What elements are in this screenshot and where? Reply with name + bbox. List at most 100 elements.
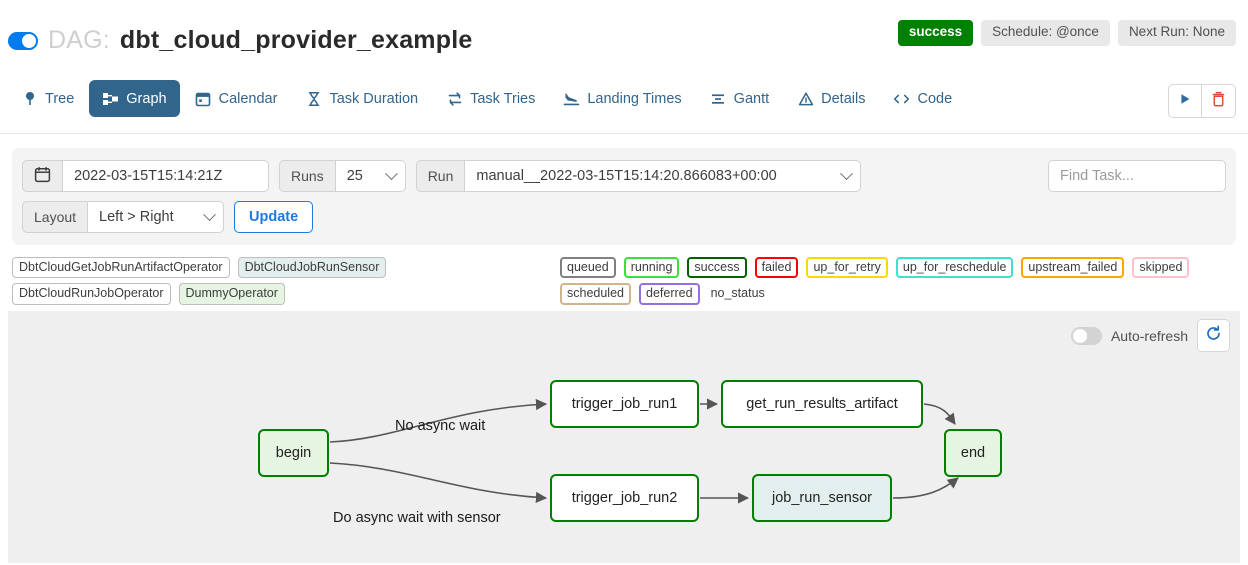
legend-state-skipped[interactable]: skipped (1132, 257, 1190, 279)
layout-select-value: Left > Right (99, 209, 174, 225)
legend-operator-chip[interactable]: DbtCloudGetJobRunArtifactOperator (12, 257, 230, 279)
legend-state-upstream-failed[interactable]: upstream_failed (1021, 257, 1125, 279)
node-label: end (960, 445, 986, 461)
graph-node-trigger-job-run1[interactable]: trigger_job_run1 (550, 380, 699, 428)
calendar-picker-button[interactable] (22, 160, 63, 192)
runs-label: Runs (279, 160, 336, 192)
graph-node-begin[interactable]: begin (258, 429, 329, 477)
tab-tree[interactable]: Tree (8, 80, 87, 117)
tab-label: Landing Times (587, 90, 682, 107)
retry-icon (446, 90, 463, 107)
update-button[interactable]: Update (234, 201, 314, 233)
run-group: Run manual__2022-03-15T15:14:20.866083+0… (415, 160, 862, 192)
tab-task-duration[interactable]: Task Duration (292, 80, 431, 117)
graph-node-job-run-sensor[interactable]: job_run_sensor (752, 474, 892, 522)
run-label: Run (415, 160, 466, 192)
tab-task-tries[interactable]: Task Tries (433, 80, 548, 117)
graph-canvas[interactable]: Auto-refresh begin (8, 311, 1240, 563)
legend-state-deferred[interactable]: deferred (639, 283, 700, 305)
tab-label: Code (917, 90, 953, 107)
legend-state-queued[interactable]: queued (560, 257, 616, 279)
refresh-icon (1205, 324, 1222, 347)
chevron-down-icon (384, 166, 398, 180)
delete-dag-button[interactable] (1202, 84, 1236, 118)
legend-state-up-for-retry[interactable]: up_for_retry (806, 257, 888, 279)
schedule-badge[interactable]: Schedule: @once (981, 20, 1110, 46)
filter-row-layout: Layout Left > Right Update (22, 201, 1226, 233)
legend: DbtCloudGetJobRunArtifactOperator DbtClo… (12, 257, 1236, 305)
graph-icon (102, 90, 119, 107)
legend-operator-chip[interactable]: DbtCloudJobRunSensor (237, 257, 387, 279)
tab-gantt[interactable]: Gantt (697, 80, 782, 117)
refresh-button[interactable] (1197, 319, 1230, 352)
legend-operator-chip[interactable]: DbtCloudRunJobOperator (12, 283, 171, 305)
triangle-info-icon (797, 90, 814, 107)
execution-date-group: 2022-03-15T15:14:21Z (22, 160, 269, 192)
chevron-down-icon (203, 207, 216, 221)
legend-state-scheduled[interactable]: scheduled (560, 283, 631, 305)
graph-node-get-run-results-artifact[interactable]: get_run_results_artifact (721, 380, 923, 428)
legend-state-failed[interactable]: failed (754, 257, 799, 279)
legend-state-success[interactable]: success (687, 257, 747, 279)
dag-pause-toggle[interactable] (8, 31, 38, 50)
legend-state-no-status[interactable]: no_status (710, 286, 765, 301)
graph-controls: Auto-refresh (1070, 319, 1230, 352)
graph-node-trigger-job-run2[interactable]: trigger_job_run2 (550, 474, 699, 522)
tab-label: Gantt (733, 90, 770, 107)
code-icon (893, 90, 910, 107)
tab-list: Tree Graph Calendar Task Duration Task T (8, 80, 965, 117)
chevron-down-icon (840, 166, 854, 180)
filter-row-primary: 2022-03-15T15:14:21Z Runs 25 Run manual_… (22, 160, 1226, 192)
auto-refresh-toggle[interactable] (1070, 326, 1102, 345)
toggle-knob (22, 33, 36, 48)
state-legend: queued running success failed up_for_ret… (560, 257, 1236, 305)
node-label: trigger_job_run2 (571, 490, 678, 506)
graph-node-end[interactable]: end (944, 429, 1002, 477)
edge-label-no-async-wait: No async wait (395, 418, 486, 434)
tab-label: Details (821, 90, 866, 107)
dag-name: dbt_cloud_provider_example (119, 26, 473, 54)
runs-select[interactable]: 25 (335, 160, 406, 192)
tab-bar: Tree Graph Calendar Task Duration Task T (0, 72, 1248, 134)
node-label: job_run_sensor (772, 490, 872, 506)
trigger-dag-button[interactable] (1168, 84, 1202, 118)
tab-code[interactable]: Code (880, 80, 965, 117)
node-label: get_run_results_artifact (746, 396, 898, 412)
header-badges: success Schedule: @once Next Run: None (897, 20, 1236, 46)
tab-label: Task Tries (470, 90, 536, 107)
tab-landing-times[interactable]: Landing Times (550, 80, 694, 117)
play-icon (1178, 92, 1192, 111)
node-label: trigger_job_run1 (571, 396, 678, 412)
find-task-input[interactable]: Find Task... (1048, 160, 1226, 192)
dag-title: DAG: dbt_cloud_provider_example (8, 26, 472, 55)
next-run-badge: Next Run: None (1117, 20, 1236, 46)
layout-label: Layout (22, 201, 89, 233)
hourglass-icon (305, 90, 322, 107)
node-label: begin (275, 445, 312, 461)
tab-calendar[interactable]: Calendar (182, 80, 291, 117)
tab-label: Tree (45, 90, 75, 107)
legend-state-running[interactable]: running (623, 257, 680, 279)
calendar-icon (195, 90, 212, 107)
runs-group: Runs 25 (279, 160, 406, 192)
tab-label: Calendar (218, 90, 278, 107)
edge-label-do-async-wait: Do async wait with sensor (333, 510, 501, 526)
toggle-knob (1072, 328, 1087, 343)
legend-operator-chip[interactable]: DummyOperator (178, 283, 285, 305)
execution-date-input[interactable]: 2022-03-15T15:14:21Z (63, 160, 269, 192)
dag-action-buttons (1168, 84, 1236, 118)
gantt-icon (710, 90, 727, 107)
filter-panel: 2022-03-15T15:14:21Z Runs 25 Run manual_… (12, 148, 1236, 245)
calendar-icon (34, 166, 51, 186)
run-select[interactable]: manual__2022-03-15T15:14:20.866083+00:00 (465, 160, 862, 192)
plane-landing-icon (563, 90, 580, 107)
run-select-value: manual__2022-03-15T15:14:20.866083+00:00 (476, 168, 777, 184)
legend-state-up-for-reschedule[interactable]: up_for_reschedule (895, 257, 1014, 279)
trash-icon (1211, 91, 1226, 112)
layout-select[interactable]: Left > Right (88, 201, 225, 233)
tab-details[interactable]: Details (784, 80, 878, 117)
tab-graph[interactable]: Graph (89, 80, 180, 117)
page-header: DAG: dbt_cloud_provider_example success … (0, 0, 1248, 72)
layout-group: Layout Left > Right (22, 201, 225, 233)
runs-select-value: 25 (346, 168, 363, 184)
